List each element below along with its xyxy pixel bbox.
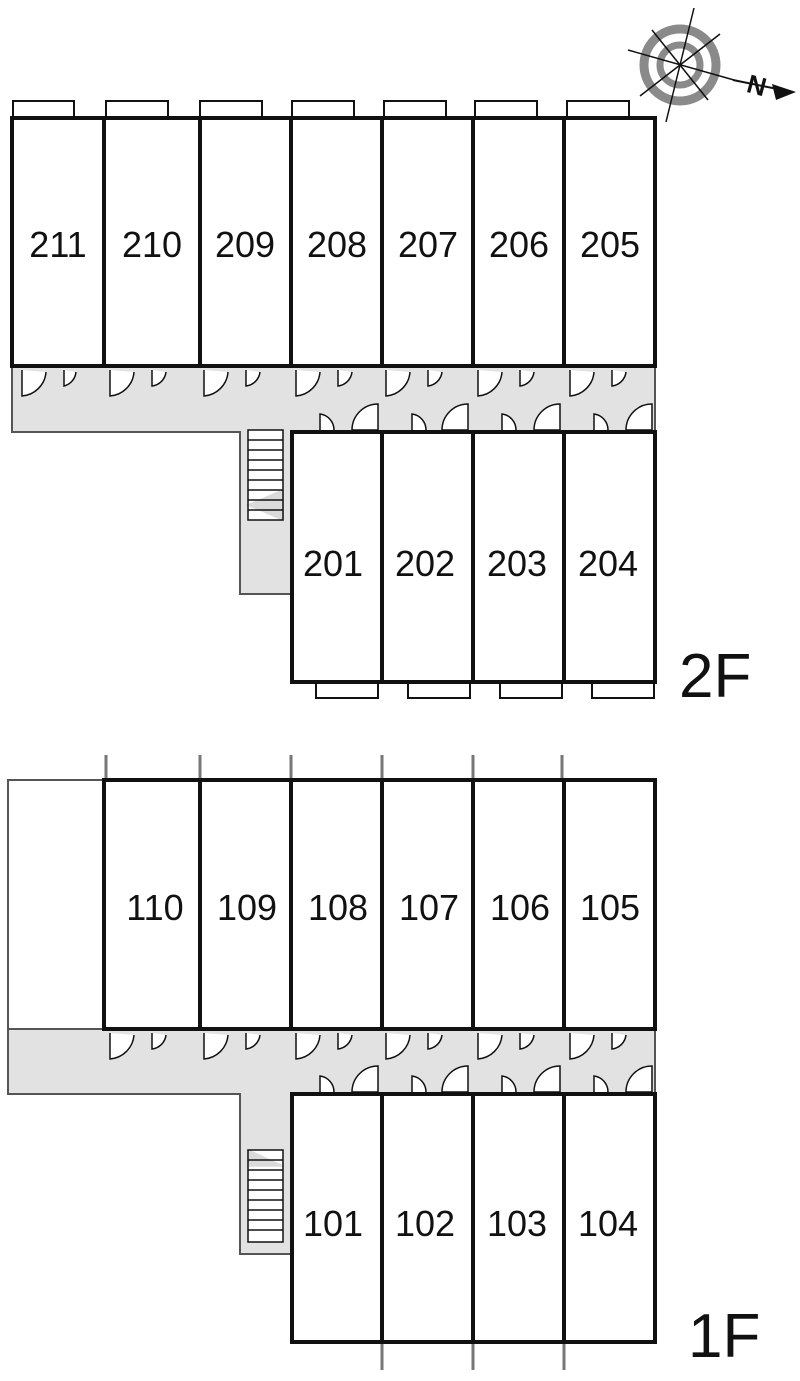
unit-104 xyxy=(562,1092,657,1344)
unit-label: 108 xyxy=(308,887,368,928)
fences-1f-bottom xyxy=(380,1340,566,1370)
units-1f-top xyxy=(102,778,657,1031)
unit-106 xyxy=(471,778,566,1031)
units-2f-top xyxy=(10,116,657,368)
doors-2f xyxy=(21,370,653,431)
unit-label: 208 xyxy=(307,224,367,265)
unit-109 xyxy=(198,778,293,1031)
unit-label: 102 xyxy=(395,1203,455,1244)
unit-label: 104 xyxy=(578,1203,638,1244)
unit-label: 211 xyxy=(29,224,86,265)
unit-206 xyxy=(471,116,566,368)
unit-210 xyxy=(102,116,202,368)
unit-label: 206 xyxy=(489,224,549,265)
storage-area-1f xyxy=(7,779,107,1030)
doors-1f xyxy=(109,1033,653,1093)
unit-labels-1f-top: 110 109 108 107 106 105 xyxy=(126,887,640,928)
unit-label: 110 xyxy=(126,887,183,928)
units-1f-bottom xyxy=(290,1092,657,1344)
floor-2: 211 210 209 208 207 206 205 201 202 203 … xyxy=(10,100,751,711)
balconies-2f-top xyxy=(12,100,630,118)
unit-label: 205 xyxy=(580,224,640,265)
unit-label: 203 xyxy=(487,543,547,584)
unit-labels-2f-top: 211 210 209 208 207 206 205 xyxy=(29,224,640,265)
unit-label: 107 xyxy=(399,887,459,928)
unit-209 xyxy=(198,116,293,368)
floor-label-2f: 2F xyxy=(679,642,751,711)
compass-north-label: N xyxy=(744,68,770,102)
unit-label: 109 xyxy=(217,887,277,928)
unit-203 xyxy=(471,430,566,684)
unit-108 xyxy=(289,778,384,1031)
stairs-2f xyxy=(246,429,284,522)
unit-label: 202 xyxy=(395,543,455,584)
unit-labels-2f-bottom: 201 202 203 204 xyxy=(303,543,638,584)
unit-208 xyxy=(289,116,384,368)
unit-label: 210 xyxy=(122,224,182,265)
unit-105 xyxy=(562,778,657,1031)
unit-202 xyxy=(380,430,475,684)
unit-205 xyxy=(562,116,657,368)
compass-icon: N xyxy=(627,7,796,123)
unit-207 xyxy=(380,116,475,368)
fences-1f-top xyxy=(104,755,564,780)
unit-labels-1f-bottom: 101 102 103 104 xyxy=(303,1203,638,1244)
unit-label: 209 xyxy=(215,224,275,265)
unit-label: 201 xyxy=(303,543,363,584)
unit-label: 106 xyxy=(490,887,550,928)
unit-103 xyxy=(471,1092,566,1344)
floor-label-1f: 1F xyxy=(688,1302,760,1371)
unit-label: 105 xyxy=(580,887,640,928)
floor-1: 110 109 108 107 106 105 101 102 103 104 … xyxy=(7,755,760,1371)
unit-204 xyxy=(562,430,657,684)
balconies-2f-bottom xyxy=(315,681,655,699)
unit-label: 204 xyxy=(578,543,638,584)
unit-211 xyxy=(10,116,106,368)
unit-101 xyxy=(290,1092,384,1344)
unit-label: 207 xyxy=(398,224,458,265)
unit-label: 103 xyxy=(487,1203,547,1244)
stairs-1f xyxy=(247,1148,284,1243)
units-2f-bottom xyxy=(290,430,657,684)
unit-label: 101 xyxy=(303,1203,363,1244)
